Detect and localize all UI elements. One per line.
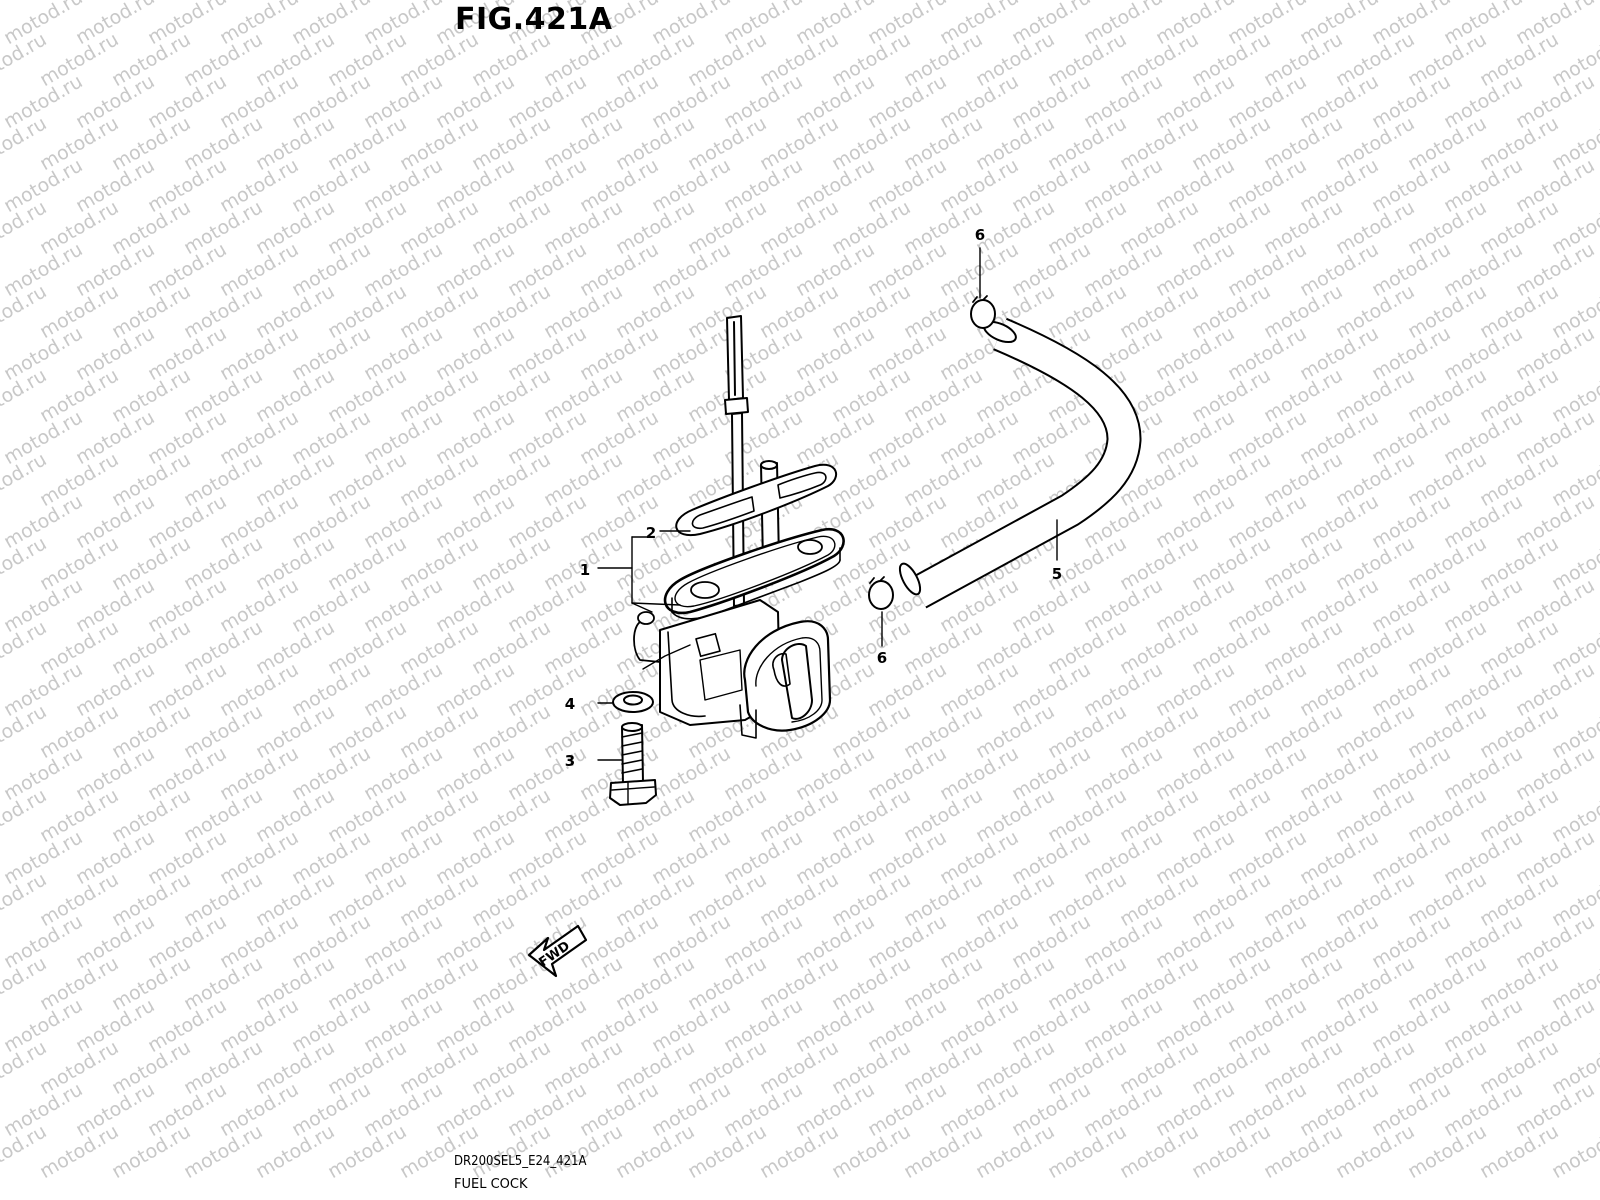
- diagram-code: DR200SEL5_E24_421A: [454, 1154, 587, 1169]
- diagram-name: FUEL COCK: [454, 1177, 528, 1192]
- hose-clip-upper: [970, 295, 996, 329]
- callout-1: 1: [580, 561, 590, 579]
- callout-6-upper: 6: [975, 226, 985, 244]
- fuel-hose: [898, 317, 1142, 609]
- callout-3: 3: [565, 752, 575, 770]
- washer: [612, 691, 654, 713]
- fwd-arrow: FWD: [527, 924, 588, 978]
- callout-6-lower: 6: [877, 649, 887, 667]
- leader-lines: [597, 247, 1058, 761]
- callout-5: 5: [1052, 565, 1062, 583]
- hose-clip-lower: [868, 576, 894, 610]
- bolt: [609, 722, 657, 806]
- callout-2: 2: [646, 524, 656, 542]
- figure-title: FIG.421A: [455, 2, 613, 37]
- fuel-cock-body: [633, 315, 845, 739]
- callout-4: 4: [565, 695, 575, 713]
